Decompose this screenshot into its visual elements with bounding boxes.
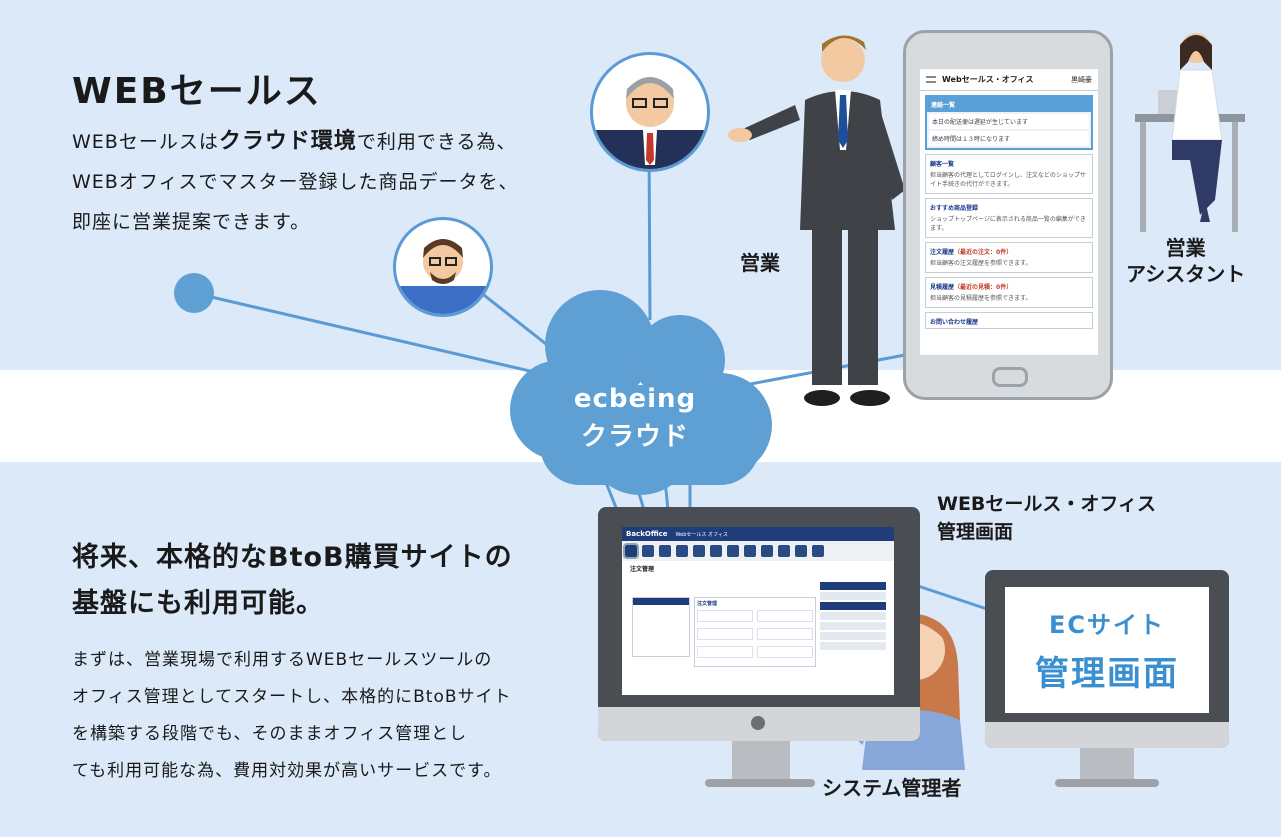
order-panel-title: 注文管理 — [697, 601, 718, 607]
phone-user-name[interactable]: 黒崎豪 — [1071, 75, 1092, 84]
menu-card-order-history[interactable]: 注文履歴（最近の注文：0件） 担当顧客の注文履歴を参照できます。 — [925, 242, 1093, 273]
notice-row: 締め時間は１３時になります — [929, 131, 1089, 146]
btob-description: まずは、営業現場で利用するWEBセールスツールの オフィス管理としてスタートし、… — [72, 650, 512, 781]
description-line-1: WEBセールスはクラウド環境で利用できる為、 — [72, 129, 517, 154]
sales-label: 営業 — [740, 251, 780, 275]
backoffice-content: 注文管理 — [632, 597, 816, 687]
description-line-2: WEBオフィスでマスター登録した商品データを、 — [72, 171, 519, 193]
toolbar-icon[interactable] — [710, 545, 722, 557]
backoffice-screen: BackOffice Webセールス オフィス 注文管理 注文管理 — [622, 527, 894, 695]
avatar-executive — [590, 52, 710, 172]
notice-title: 連絡一覧 — [927, 97, 1091, 112]
phone-app-bar: Webセールス・オフィス 黒崎豪 — [920, 69, 1098, 91]
ec-admin-label: 管理画面 — [1035, 654, 1179, 694]
order-menu-cell[interactable] — [697, 610, 753, 622]
backoffice-subtitle: Webセールス オフィス — [675, 531, 728, 538]
phone-screen: Webセールス・オフィス 黒崎豪 連絡一覧 本日の配送便は遅延が生じています 締… — [920, 69, 1098, 355]
avatar-young-man — [393, 217, 493, 317]
monitor-logo-dot — [751, 716, 765, 730]
backoffice-side-panel — [632, 597, 690, 657]
node-dot — [174, 273, 214, 313]
toolbar-icon[interactable] — [812, 545, 824, 557]
toolbar-icon[interactable] — [693, 545, 705, 557]
salesman-figure — [728, 35, 905, 406]
sysadmin-label: システム管理者 — [822, 776, 962, 800]
monitor-chin — [985, 722, 1229, 748]
assistant-figure — [1135, 33, 1245, 232]
menu-card-customers[interactable]: 顧客一覧 担当顧客の代理としてログインし、注文などのショップサイト手続きの代行が… — [925, 154, 1093, 194]
notice-row: 本日の配送便は遅延が生じています — [929, 114, 1089, 129]
toolbar-icon[interactable] — [744, 545, 756, 557]
cloud-emphasis: クラウド環境 — [218, 129, 357, 154]
menu-card-recommended[interactable]: おすすめ商品登録 ショップトップページに表示される商品一覧の編集ができます。 — [925, 198, 1093, 238]
backoffice-toolbar — [622, 541, 894, 561]
monitor-stand — [732, 741, 790, 781]
ec-site-monitor: ECサイト 管理画面 — [985, 570, 1229, 748]
order-menu-cell[interactable] — [697, 628, 753, 640]
office-admin-label: WEBセールス・オフィス 管理画面 — [937, 493, 1157, 543]
web-sales-title: WEBセールス — [72, 71, 322, 112]
order-menu-cell[interactable] — [757, 646, 813, 658]
description-line-3: 即座に営業提案できます。 — [72, 211, 311, 233]
ec-site-screen: ECサイト 管理画面 — [1005, 587, 1209, 713]
home-button[interactable] — [992, 367, 1028, 387]
backoffice-summary-panel — [820, 582, 886, 682]
cloud-label: ecbeing クラウド — [573, 384, 697, 452]
toolbar-icon[interactable] — [761, 545, 773, 557]
order-menu-cell[interactable] — [757, 610, 813, 622]
toolbar-icon[interactable] — [659, 545, 671, 557]
toolbar-icon[interactable] — [727, 545, 739, 557]
monitor-base — [705, 779, 815, 787]
monitor-base — [1055, 779, 1159, 787]
order-menu-cell[interactable] — [757, 628, 813, 640]
ec-site-label: ECサイト — [1048, 611, 1165, 639]
toolbar-icon[interactable] — [642, 545, 654, 557]
toolbar-icon[interactable] — [778, 545, 790, 557]
backoffice-monitor: BackOffice Webセールス オフィス 注文管理 注文管理 — [598, 507, 920, 741]
notice-panel: 連絡一覧 本日の配送便は遅延が生じています 締め時間は１３時になります — [925, 95, 1093, 150]
assistant-label: 営業 アシスタント — [1126, 236, 1246, 286]
btob-title: 将来、本格的なBtoB購買サイトの 基盤にも利用可能。 — [72, 542, 513, 619]
menu-card-inquiry-history[interactable]: お問い合わせ履歴 — [925, 312, 1093, 329]
backoffice-page-title: 注文管理 — [630, 566, 655, 573]
toolbar-icon[interactable] — [795, 545, 807, 557]
web-sales-description: WEBセールスはクラウド環境で利用できる為、 WEBオフィスでマスター登録した商… — [72, 122, 518, 242]
backoffice-order-panel: 注文管理 — [694, 597, 816, 667]
toolbar-icon[interactable] — [676, 545, 688, 557]
monitor-stand — [1080, 748, 1134, 782]
backoffice-logo: BackOffice — [626, 530, 668, 538]
toolbar-icon[interactable] — [623, 543, 639, 559]
backoffice-header: BackOffice Webセールス オフィス — [622, 527, 894, 541]
hamburger-menu-icon[interactable] — [926, 76, 936, 83]
order-menu-cell[interactable] — [697, 646, 753, 658]
phone-app-title: Webセールス・オフィス — [942, 75, 1034, 84]
menu-card-quote-history[interactable]: 見積履歴（最近の見積：0件） 担当顧客の見積履歴を参照できます。 — [925, 277, 1093, 308]
cloud-shape — [510, 290, 772, 495]
smartphone: Webセールス・オフィス 黒崎豪 連絡一覧 本日の配送便は遅延が生じています 締… — [903, 30, 1113, 400]
